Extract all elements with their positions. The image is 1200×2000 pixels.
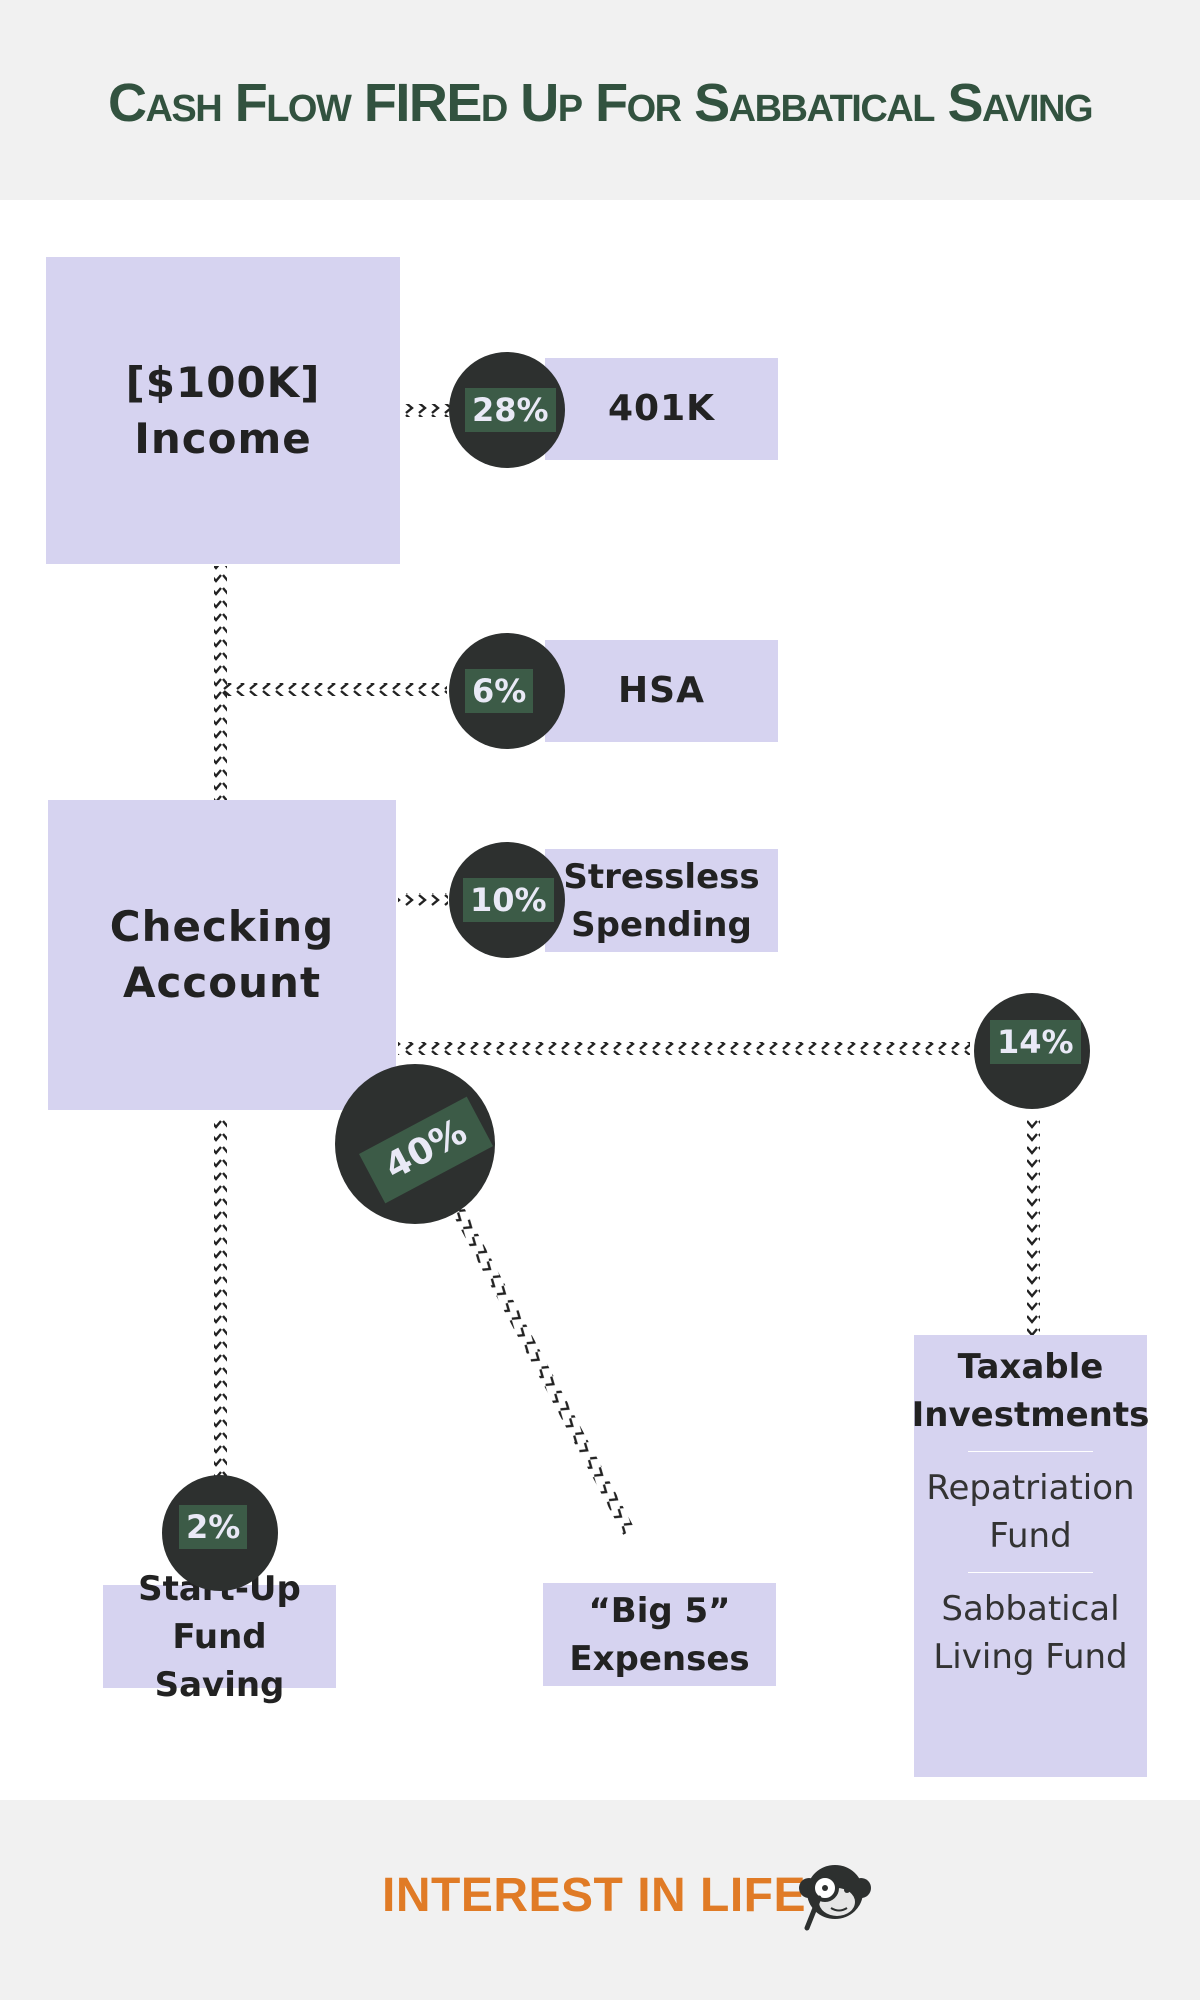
header-band: Cash Flow FIREd Up For Sabbatical Saving	[0, 0, 1200, 200]
flow-node-stressless: 10%	[449, 842, 565, 958]
401k-label: 401K	[607, 388, 716, 429]
arrow-income-to-401k	[404, 404, 450, 417]
percent-401k: 28%	[465, 388, 556, 432]
arrow-checking-to-stressless	[398, 893, 448, 906]
checking-account-box: Checking Account	[48, 800, 396, 1110]
arrow-checking-to-startup	[214, 1116, 227, 1482]
flow-node-401k: 28%	[449, 352, 565, 468]
flow-node-taxable: 14%	[974, 993, 1090, 1109]
percent-taxable: 14%	[990, 1020, 1081, 1064]
percent-big5: 40%	[359, 1096, 494, 1204]
big5-expenses-label: “Big 5” Expenses	[569, 1590, 750, 1679]
footer-band	[0, 1800, 1200, 2000]
flow-node-startup: 2%	[162, 1475, 278, 1591]
sabbatical-living-fund-label: Sabbatical Living Fund	[933, 1589, 1128, 1677]
percent-stressless: 10%	[463, 878, 554, 922]
arrow-checking-to-taxable	[398, 1042, 970, 1055]
taxable-investments-box: Taxable Investments Repatriation Fund Sa…	[911, 1335, 1150, 1777]
brand-logo-text: INTEREST IN LIFE	[382, 1869, 807, 1922]
stressless-spending-label: Stressless Spending	[563, 856, 760, 945]
startup-fund-box: Start-Up Fund Saving	[103, 1569, 336, 1705]
checking-account-label: Checking Account	[109, 902, 335, 1007]
divider	[968, 1451, 1093, 1452]
arrow-branch-to-hsa	[222, 683, 447, 696]
big5-expenses-box: “Big 5” Expenses	[543, 1583, 776, 1686]
arrow-40-to-big5	[451, 1205, 635, 1535]
repatriation-fund-label: Repatriation Fund	[926, 1468, 1135, 1556]
flow-node-hsa: 6%	[449, 633, 565, 749]
income-label: [$100K] Income	[125, 357, 321, 463]
hsa-label: HSA	[618, 670, 705, 711]
hsa-box: HSA	[545, 640, 778, 742]
percent-hsa: 6%	[465, 669, 534, 713]
arrow-14-to-taxable	[1027, 1118, 1040, 1336]
401k-box: 401K	[545, 358, 778, 460]
arrow-income-to-checking	[214, 566, 227, 800]
flow-node-big5: 40%	[335, 1064, 495, 1224]
income-box: [$100K] Income	[46, 257, 400, 564]
monkey-magnifier-icon	[799, 1865, 871, 1931]
percent-startup: 2%	[179, 1505, 248, 1549]
taxable-investments-label: Taxable Investments	[911, 1347, 1150, 1435]
stressless-spending-box: Stressless Spending	[545, 849, 778, 952]
divider	[968, 1572, 1093, 1573]
page-title: Cash Flow FIREd Up For Sabbatical Saving	[107, 73, 1094, 133]
